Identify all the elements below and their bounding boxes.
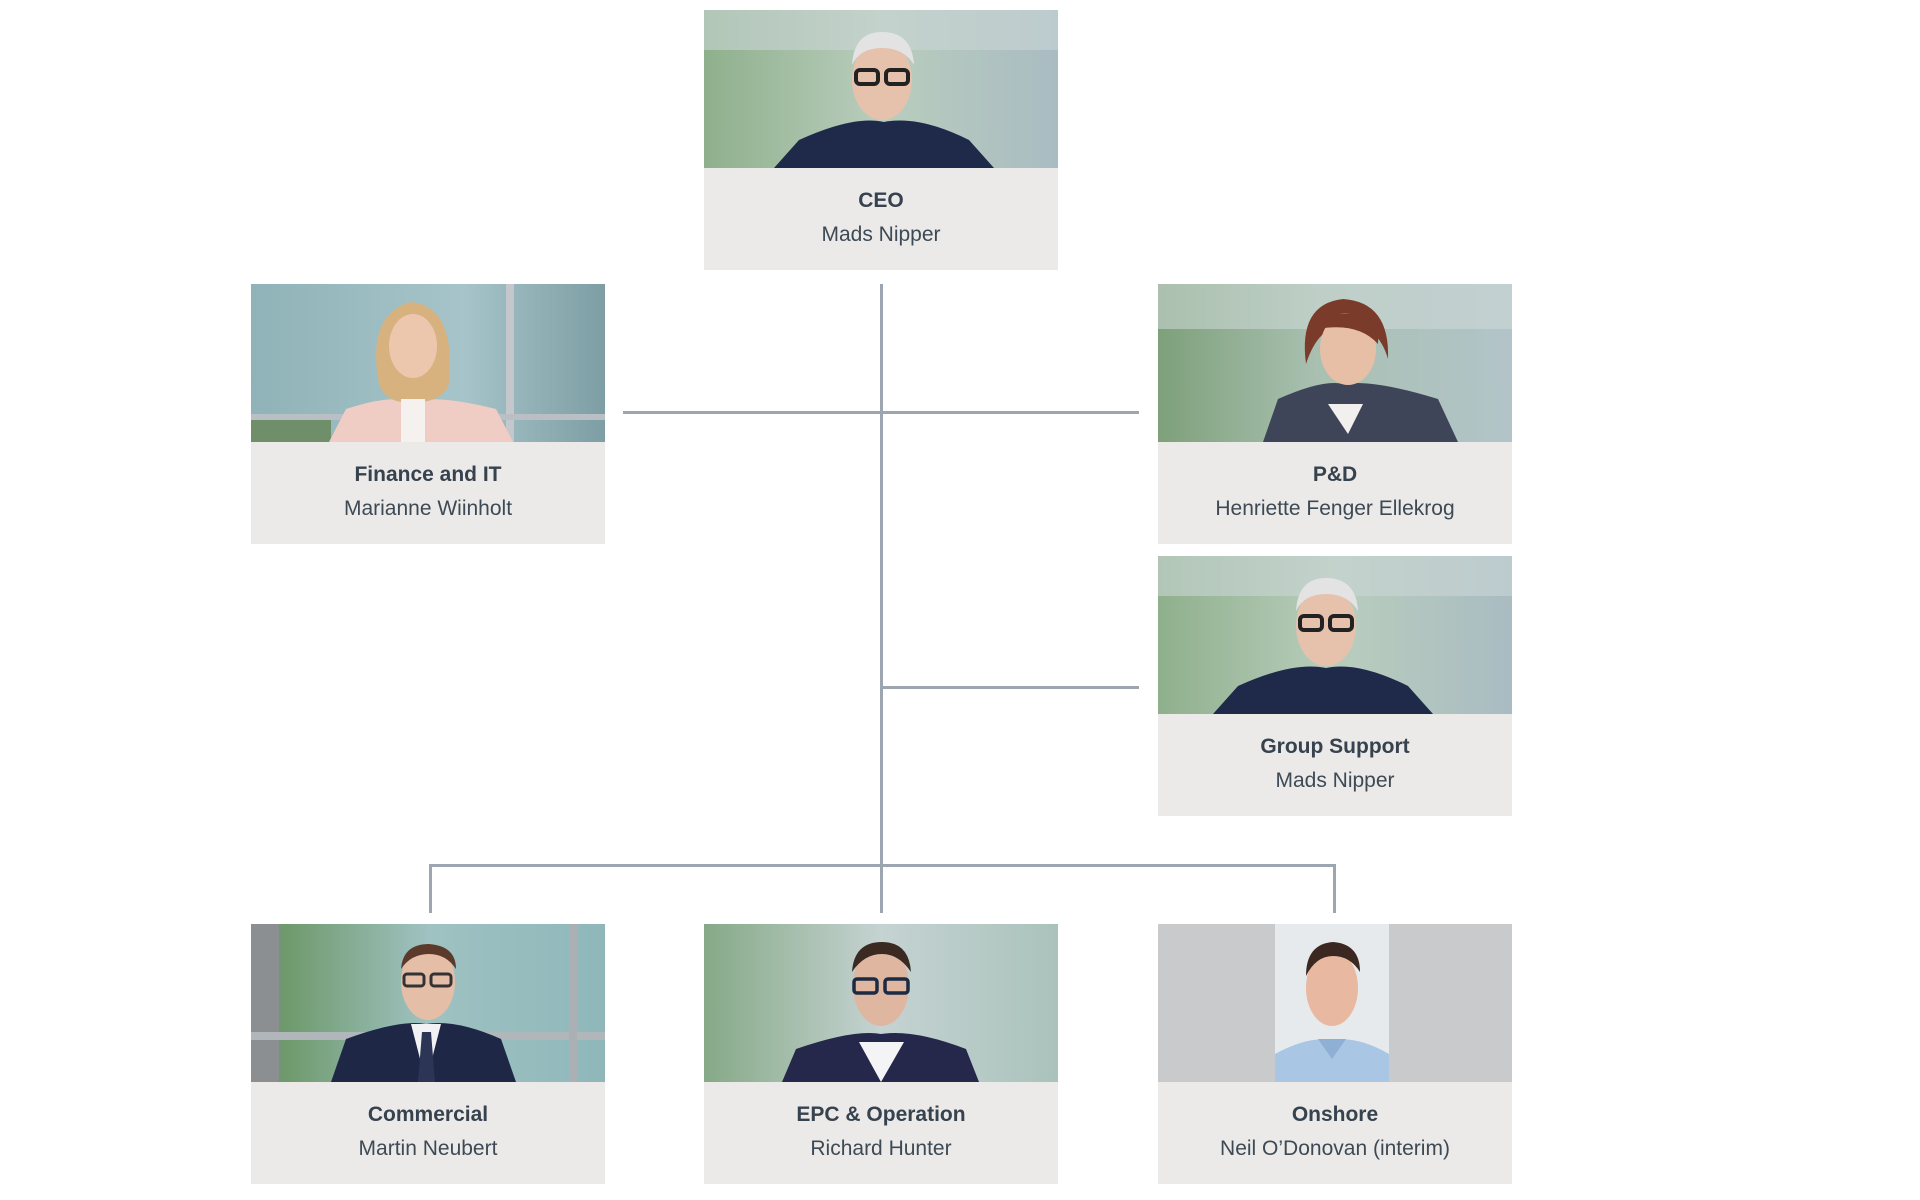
- role-title: Onshore: [1291, 1103, 1379, 1126]
- portrait-photo: [251, 924, 605, 1082]
- role-title: Finance and IT: [354, 463, 502, 486]
- org-card-finance-and-it: Finance and IT Marianne Wiinholt: [251, 284, 605, 544]
- portrait-photo: [704, 10, 1058, 168]
- role-title: EPC & Operation: [796, 1103, 966, 1126]
- person-name: Mads Nipper: [1275, 769, 1395, 792]
- person-name: Mads Nipper: [821, 223, 941, 246]
- connector-trunk: [880, 284, 883, 913]
- connector-finance-pd: [623, 411, 1139, 414]
- person-name: Neil O’Donovan (interim): [1220, 1137, 1450, 1160]
- person-name: Henriette Fenger Ellekrog: [1215, 497, 1455, 520]
- portrait-photo: [1158, 284, 1512, 442]
- org-card-epc-and-operation: EPC & Operation Richard Hunter: [704, 924, 1058, 1184]
- connector-onshore-drop: [1333, 864, 1336, 913]
- role-title: Group Support: [1260, 735, 1410, 758]
- portrait-photo: [1158, 556, 1512, 714]
- portrait-photo: [1158, 924, 1512, 1082]
- person-name: Marianne Wiinholt: [343, 497, 513, 520]
- connector-commercial-drop: [429, 864, 432, 913]
- role-title: CEO: [858, 189, 904, 212]
- org-card-ceo: CEO Mads Nipper: [704, 10, 1058, 270]
- connector-group-support: [880, 686, 1139, 689]
- org-card-onshore: Onshore Neil O’Donovan (interim): [1158, 924, 1512, 1184]
- person-name: Martin Neubert: [358, 1137, 498, 1160]
- role-title: Commercial: [367, 1103, 489, 1126]
- portrait-photo: [251, 284, 605, 442]
- person-name: Richard Hunter: [810, 1137, 952, 1160]
- role-title: P&D: [1312, 463, 1358, 486]
- connector-bottom-bus: [429, 864, 1336, 867]
- org-card-commercial: Commercial Martin Neubert: [251, 924, 605, 1184]
- portrait-photo: [704, 924, 1058, 1082]
- org-card-p-and-d: P&D Henriette Fenger Ellekrog: [1158, 284, 1512, 544]
- org-card-group-support: Group Support Mads Nipper: [1158, 556, 1512, 816]
